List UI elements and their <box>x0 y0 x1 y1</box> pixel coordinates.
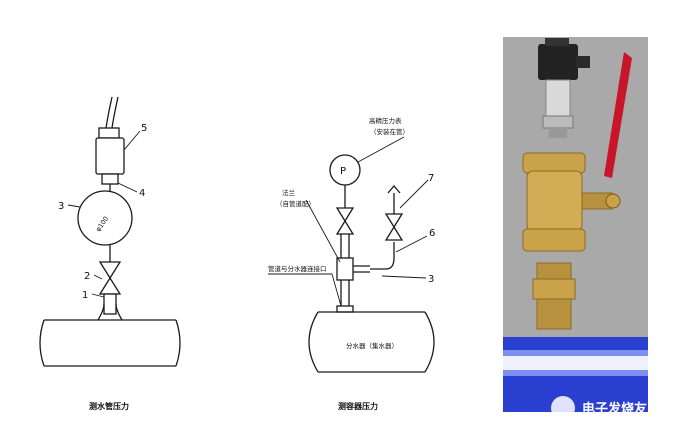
watermark-url: www.elecfans.com <box>578 424 662 434</box>
sensor-cable <box>105 96 113 129</box>
left-caption: 测水管压力 <box>89 401 129 411</box>
transmitter-cap <box>98 127 120 139</box>
transmitter-body <box>95 137 125 175</box>
pipe-nipple <box>103 293 117 315</box>
callout-1: 1 <box>82 290 88 301</box>
valve-right-lower <box>384 225 404 241</box>
gauge-symbol: P <box>340 166 346 177</box>
callout-2: 2 <box>84 271 90 282</box>
gauge-note-line1: 高精压力表 <box>369 116 402 125</box>
sensor-body <box>545 79 571 117</box>
flange-note-line2: （自管道配） <box>276 199 315 208</box>
product-photo: 电子发烧友 www.elecfans.com <box>503 37 662 434</box>
callout-6: 6 <box>429 228 435 239</box>
brass-valve-body <box>526 170 583 232</box>
brass-nipple <box>536 262 572 280</box>
left-diagram: φ100 5 4 3 2 1 测水管压力 <box>39 96 181 411</box>
tee-fitting <box>336 257 354 281</box>
vessel-label: 分水器（集水器） <box>346 341 398 350</box>
transmitter-fitting <box>101 173 119 185</box>
valve-handle <box>604 52 632 178</box>
callout-7: 7 <box>428 173 434 184</box>
middle-caption: 测容器压力 <box>338 401 378 411</box>
middle-diagram: P 高精压力表 （安装在管） 分水器（集水器） 法兰 （自管道配） 管道与分水器… <box>268 116 435 411</box>
callout-4: 4 <box>139 188 145 199</box>
valve-left-lower <box>335 219 355 235</box>
pressure-gauge <box>77 190 133 246</box>
pipe-note: 管道与分水器连接口 <box>268 264 327 273</box>
callout-5: 5 <box>141 123 147 134</box>
brass-valve-bottom <box>522 228 586 252</box>
callout-3-middle: 3 <box>428 274 434 285</box>
valve-lower <box>98 276 122 295</box>
watermark-main: 电子发烧友 <box>582 401 647 417</box>
flange <box>336 305 354 313</box>
watermark-logo <box>551 396 575 420</box>
valve-upper <box>98 261 122 280</box>
callout-3: 3 <box>58 201 64 212</box>
valve-left-upper <box>335 207 355 223</box>
flange-note-line1: 法兰 <box>282 188 296 197</box>
valve-right-upper <box>384 213 404 229</box>
gauge-note-line2: （安装在管） <box>370 127 409 136</box>
impulse-line <box>370 242 395 270</box>
brass-valve-top <box>522 152 586 174</box>
sensor-connector <box>538 44 578 80</box>
